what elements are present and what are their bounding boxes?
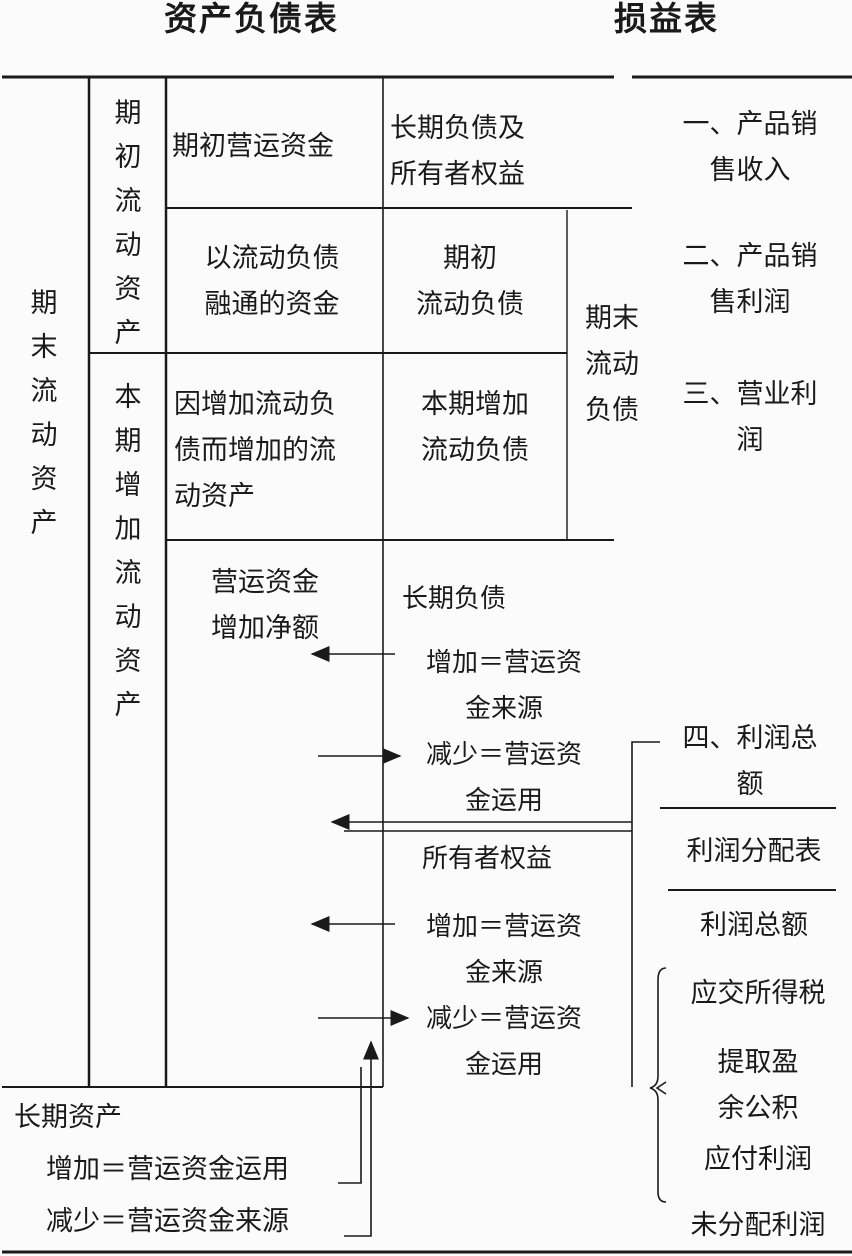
owners-equity-label: 所有者权益 (422, 844, 553, 874)
balance-sheet-title: 资产负债表 (164, 0, 339, 38)
ltl-increase-label: 增加＝营运资 金来源 (425, 648, 582, 724)
beginning-current-assets-label: 期初流动资产 (114, 98, 142, 349)
income-tax-payable-label: 应交所得税 (690, 978, 826, 1009)
profit-connector (631, 741, 660, 1087)
ltl-decrease-label: 减少＝营运资 金运用 (425, 740, 582, 816)
period-added-current-liabilities-label: 本期增加 流动负债 (421, 389, 529, 466)
period-end-current-liabilities-label: 期末 流动 负债 (585, 303, 639, 426)
income-item-1: 一、产品销 售收入 (682, 109, 818, 186)
income-item-3: 三、营业利 润 (682, 379, 818, 456)
lt-liabilities-and-equity-label: 长期负债及 所有者权益 (390, 113, 525, 190)
eq-decrease-label: 减少＝营运资 金运用 (425, 1004, 582, 1080)
net-increase-working-capital-label: 营运资金 增加净额 (211, 567, 319, 644)
surplus-reserve-label: 提取盈 余公积 (717, 1047, 799, 1124)
eq-increase-label: 增加＝营运资 金来源 (425, 912, 582, 988)
lta-decrease-label: 减少＝营运资金来源 (46, 1206, 289, 1237)
added-assets-from-liabilities-label: 因增加流动负 债而增加的流 动资产 (174, 389, 336, 512)
total-profit-label: 利润总额 (700, 910, 808, 941)
distribution-brace (649, 967, 667, 1203)
lta-increase-line (338, 1067, 362, 1184)
lta-decrease-line (344, 1040, 379, 1237)
brace-tip-arrow (655, 1081, 667, 1095)
profit-payable-label: 应付利润 (704, 1144, 812, 1175)
period-end-current-assets-label: 期末流动资产 (30, 288, 58, 539)
long-term-assets-title: 长期资产 (14, 1102, 122, 1133)
income-item-4: 四、利润总 额 (682, 723, 818, 800)
period-added-current-assets-label: 本期增加流动资产 (114, 382, 142, 721)
long-term-liabilities-label: 长期负债 (402, 584, 507, 614)
lta-increase-label: 增加＝营运资金运用 (46, 1154, 289, 1185)
beginning-current-liabilities-label: 期初 流动负债 (416, 243, 524, 320)
financed-by-liabilities-label: 以流动负债 融通的资金 (204, 243, 340, 320)
beginning-working-capital-label: 期初营运资金 (172, 131, 334, 162)
income-statement-title: 损益表 (614, 0, 719, 38)
distribution-title: 利润分配表 (686, 836, 822, 867)
income-item-2: 二、产品销 售利润 (682, 241, 818, 318)
undistributed-profit-label: 未分配利润 (690, 1210, 826, 1241)
